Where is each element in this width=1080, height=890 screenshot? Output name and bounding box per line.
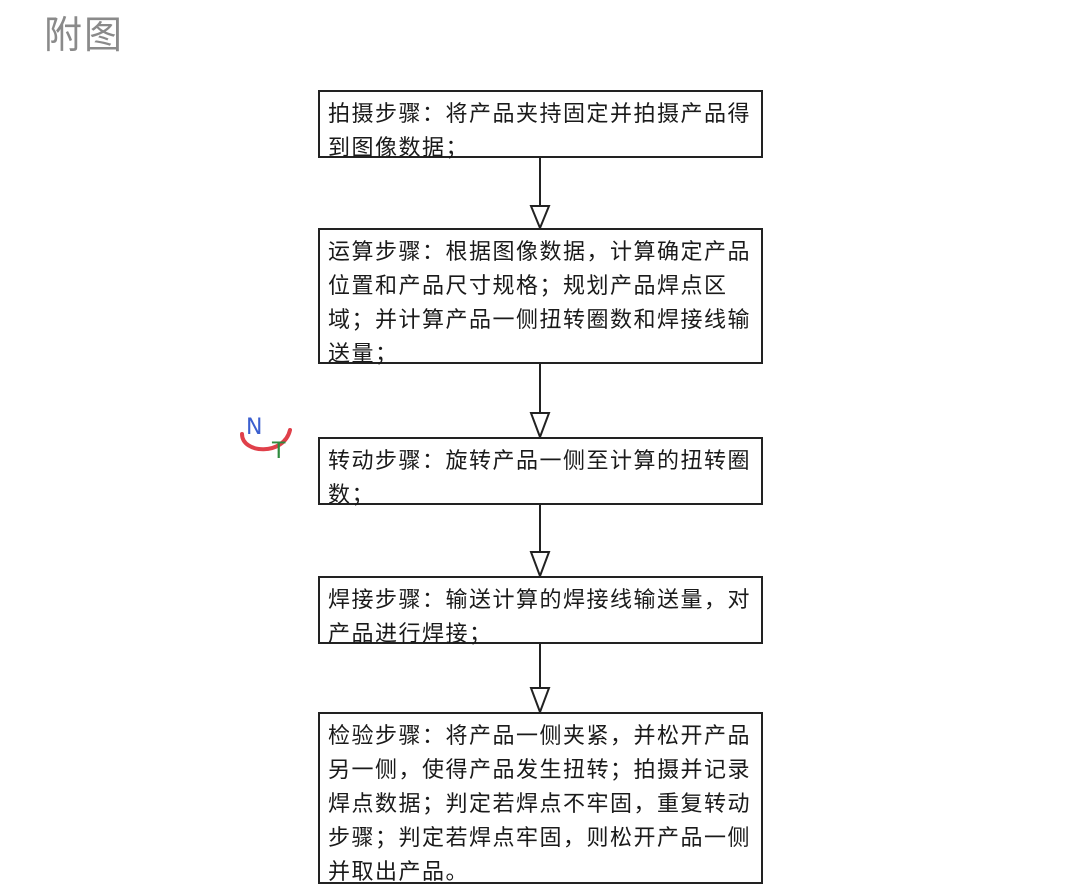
step-box-weld: 焊接步骤：输送计算的焊接线输送量，对产品进行焊接； (318, 576, 763, 647)
step-box-inspect: 检验步骤：将产品一侧夹紧，并松开产品另一侧，使得产品发生扭转；拍摄并记录焊点数据… (318, 712, 763, 885)
arrow-step3-to-step4 (529, 505, 551, 579)
logo-letter-n: N (246, 415, 262, 440)
arrow-step2-to-step3 (529, 364, 551, 440)
arrow-step1-to-step2 (529, 158, 551, 231)
watermark-logo: N T (240, 415, 292, 462)
logo-letter-t: T (271, 439, 286, 462)
step-box-rotate: 转动步骤：旋转产品一侧至计算的扭转圈数； (318, 437, 763, 508)
step-box-compute: 运算步骤：根据图像数据，计算确定产品位置和产品尺寸规格；规划产品焊点区域；并计算… (318, 228, 763, 367)
logo-swoosh (240, 428, 292, 452)
step-box-capture: 拍摄步骤：将产品夹持固定并拍摄产品得到图像数据； (318, 90, 763, 161)
arrow-step4-to-step5 (529, 644, 551, 715)
figure-title: 附图 (44, 13, 125, 57)
